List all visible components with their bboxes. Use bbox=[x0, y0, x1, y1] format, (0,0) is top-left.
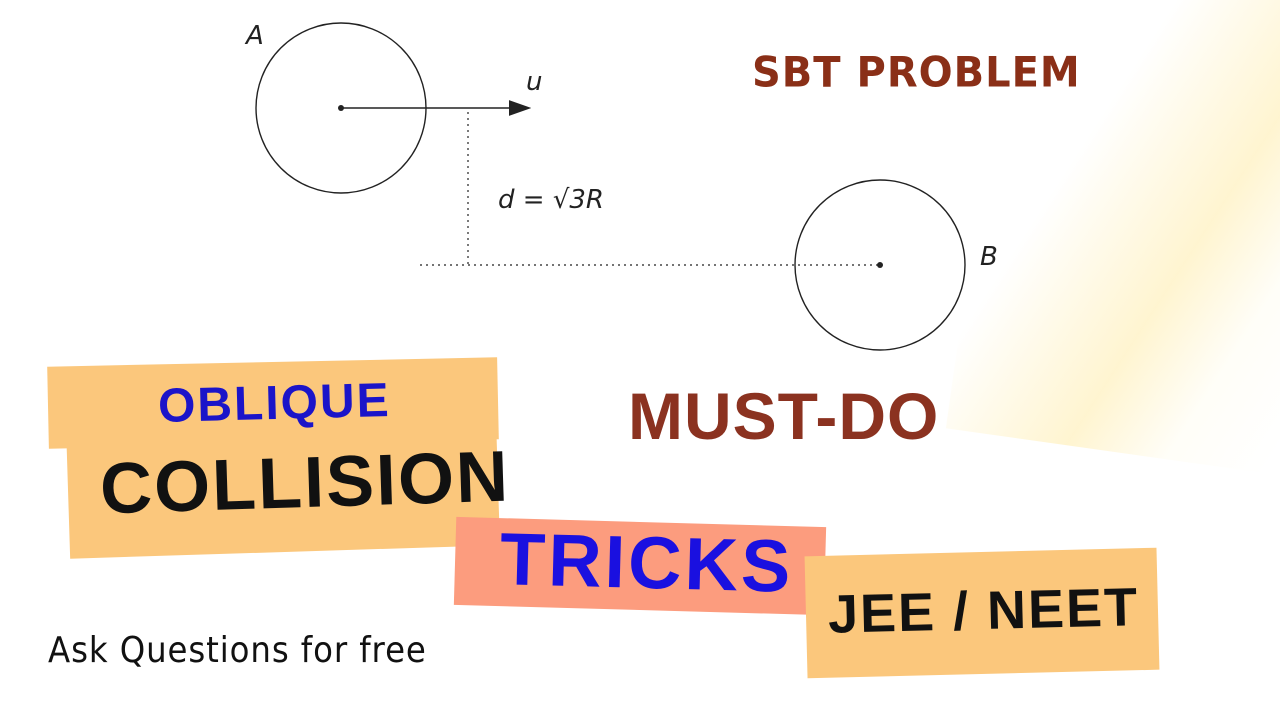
ask-questions-text: Ask Questions for free bbox=[48, 630, 427, 671]
label-b: B bbox=[980, 242, 998, 272]
exam-label: JEE / NEET bbox=[827, 577, 1140, 645]
sbt-problem-title: SBT PROBLEM bbox=[752, 48, 1081, 98]
ball-b bbox=[794, 179, 966, 351]
tricks-label: TRICKS bbox=[498, 517, 795, 608]
distance-label: d = √3R bbox=[498, 185, 604, 215]
ball-b-center bbox=[877, 262, 883, 268]
label-a: A bbox=[244, 21, 264, 51]
collision-label: COLLISION bbox=[98, 436, 512, 530]
label-u: u bbox=[526, 67, 542, 97]
must-do-title: MUST-DO bbox=[628, 379, 940, 453]
oblique-label: OBLIQUE bbox=[157, 373, 392, 434]
